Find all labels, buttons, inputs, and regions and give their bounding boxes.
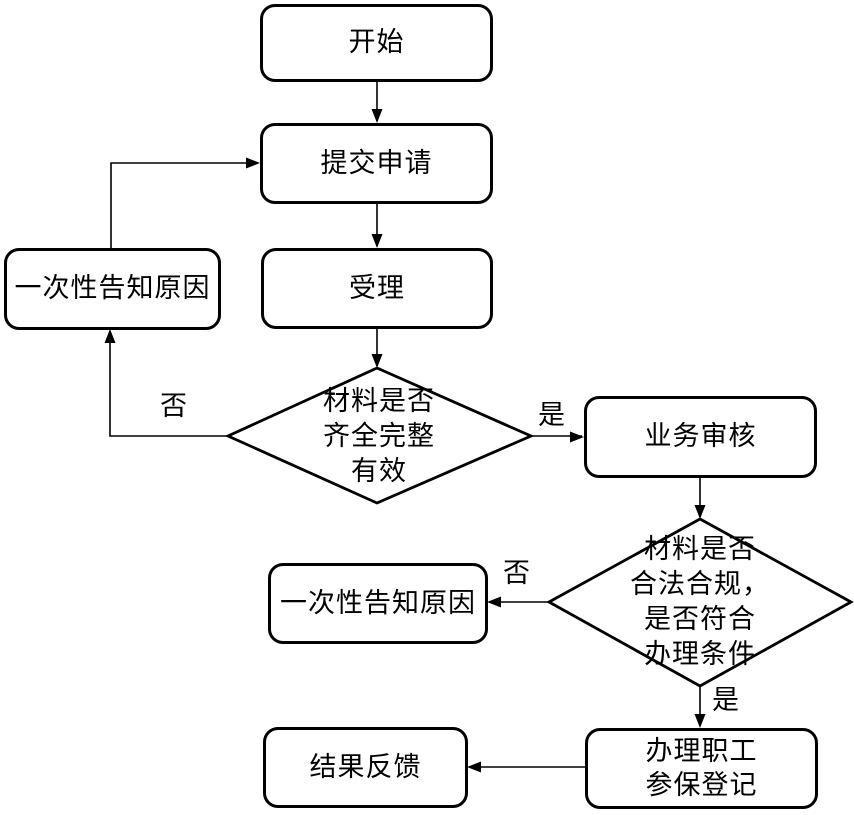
edge-check1-no-to-notify1 xyxy=(109,331,228,437)
node-submit-application-label: 提交申请 xyxy=(320,147,433,179)
node-accept-label: 受理 xyxy=(349,272,405,304)
connector-lines xyxy=(109,82,701,768)
node-notify-reason-1-label: 一次性告知原因 xyxy=(14,273,211,304)
node-register-insurance-label: 办理职工 参保登记 xyxy=(645,735,758,801)
arrowhead-down-icon xyxy=(371,109,383,123)
arrowhead-up-icon xyxy=(104,329,116,343)
node-result-feedback: 结果反馈 xyxy=(263,727,468,808)
arrowhead-left-icon xyxy=(467,761,481,773)
node-business-review-label: 业务审核 xyxy=(644,421,757,452)
edge-label-compliance-yes: 是 xyxy=(712,685,739,716)
arrowheads xyxy=(104,109,706,773)
arrowhead-down-icon xyxy=(694,505,706,519)
arrowhead-down-icon xyxy=(371,354,383,368)
edge-label-materials-yes: 是 xyxy=(538,400,565,431)
diamond-check-compliance xyxy=(546,517,854,688)
arrowhead-right-icon xyxy=(246,157,260,169)
node-notify-reason-2: 一次性告知原因 xyxy=(268,563,488,644)
node-business-review: 业务审核 xyxy=(584,396,817,478)
decision-diamonds xyxy=(224,366,854,688)
node-submit-application: 提交申请 xyxy=(260,123,493,204)
edge-notify1-to-submit xyxy=(110,162,258,248)
node-register-insurance: 办理职工 参保登记 xyxy=(585,728,818,809)
arrowhead-down-icon xyxy=(694,714,706,728)
node-notify-reason-2-label: 一次性告知原因 xyxy=(280,587,476,619)
edge-label-compliance-no: 否 xyxy=(503,558,530,589)
node-accept: 受理 xyxy=(261,248,493,329)
node-result-feedback-label: 结果反馈 xyxy=(309,751,422,783)
arrowhead-right-icon xyxy=(570,431,584,443)
arrowhead-left-icon xyxy=(487,596,501,608)
edge-label-materials-no: 否 xyxy=(160,391,187,422)
diamond-check-materials xyxy=(224,366,535,505)
arrowhead-down-icon xyxy=(371,234,383,248)
node-start: 开始 xyxy=(260,4,493,82)
node-start-label: 开始 xyxy=(348,27,405,58)
node-notify-reason-1: 一次性告知原因 xyxy=(4,248,221,330)
